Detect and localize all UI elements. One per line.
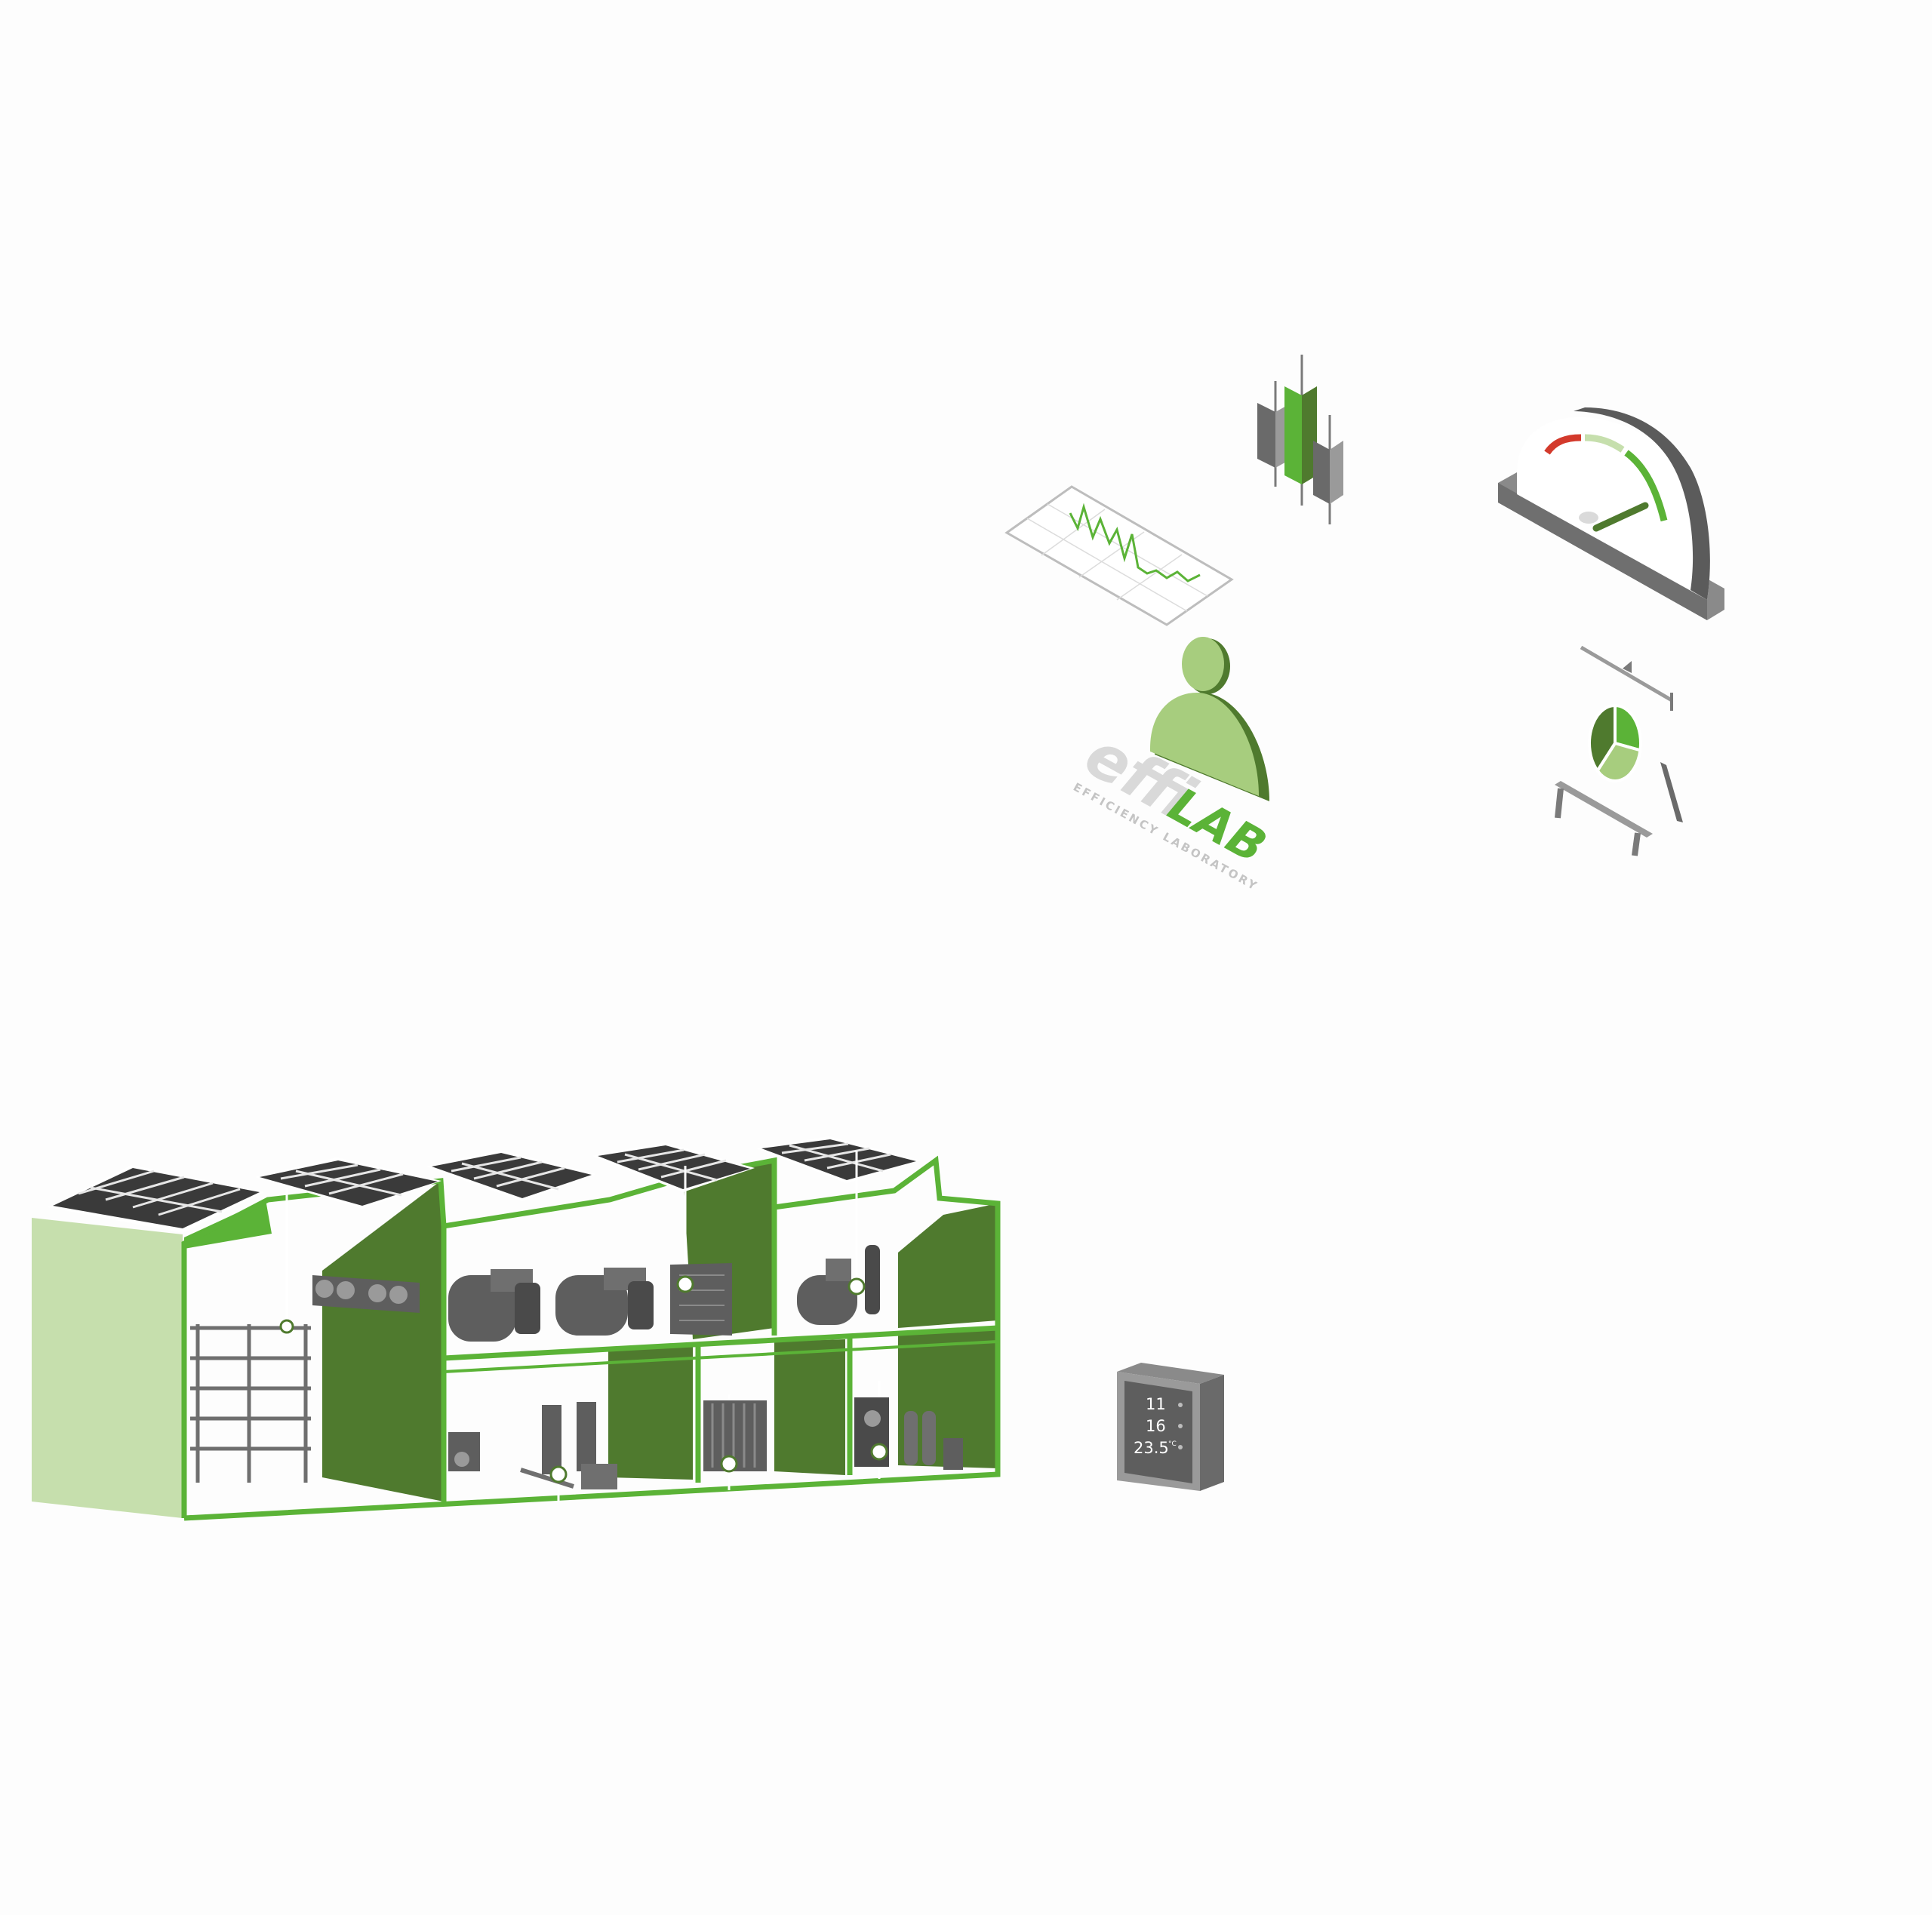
solar-panel: [255, 1157, 441, 1209]
control-panel-device: 11 16 23.5 °C: [1117, 1363, 1224, 1491]
cooling-fan-unit: [312, 1275, 420, 1313]
pie-slice: [1588, 703, 1617, 774]
factory-side-wall: [32, 1218, 183, 1518]
compressor-equipment: [797, 1245, 880, 1325]
pie-slice: [1614, 703, 1642, 752]
presentation-board-icon: [1555, 645, 1683, 856]
candlestick-chart-icon: [1257, 355, 1343, 524]
solar-panel: [592, 1142, 755, 1192]
motor-equipment: [448, 1268, 654, 1342]
pie-slice: [1595, 741, 1642, 782]
forklift-equipment: [520, 1402, 617, 1489]
electrical-cabinet: [670, 1263, 732, 1336]
solar-panel: [48, 1165, 264, 1233]
reading-1: 11: [1146, 1395, 1166, 1413]
partition-wall: [322, 1181, 444, 1502]
solar-panel: [426, 1150, 596, 1201]
chart-sheet-icon: [1004, 485, 1234, 626]
small-machine: [448, 1432, 480, 1471]
reading-3: 23.5: [1134, 1439, 1169, 1457]
partition-wall: [608, 1347, 693, 1480]
partition-wall: [898, 1203, 998, 1328]
person-icon: [1150, 637, 1269, 801]
reading-unit: °C: [1168, 1440, 1177, 1448]
partition-wall: [774, 1339, 845, 1475]
efficiency-gauge-icon: [1498, 407, 1724, 620]
solar-panel: [756, 1136, 921, 1183]
solar-panel-array: [48, 1136, 921, 1233]
reading-2: 16: [1146, 1417, 1166, 1435]
sensor-markers: [279, 1275, 888, 1483]
pie-chart-icon: [1588, 703, 1642, 782]
factory-building: [32, 1136, 1001, 1521]
